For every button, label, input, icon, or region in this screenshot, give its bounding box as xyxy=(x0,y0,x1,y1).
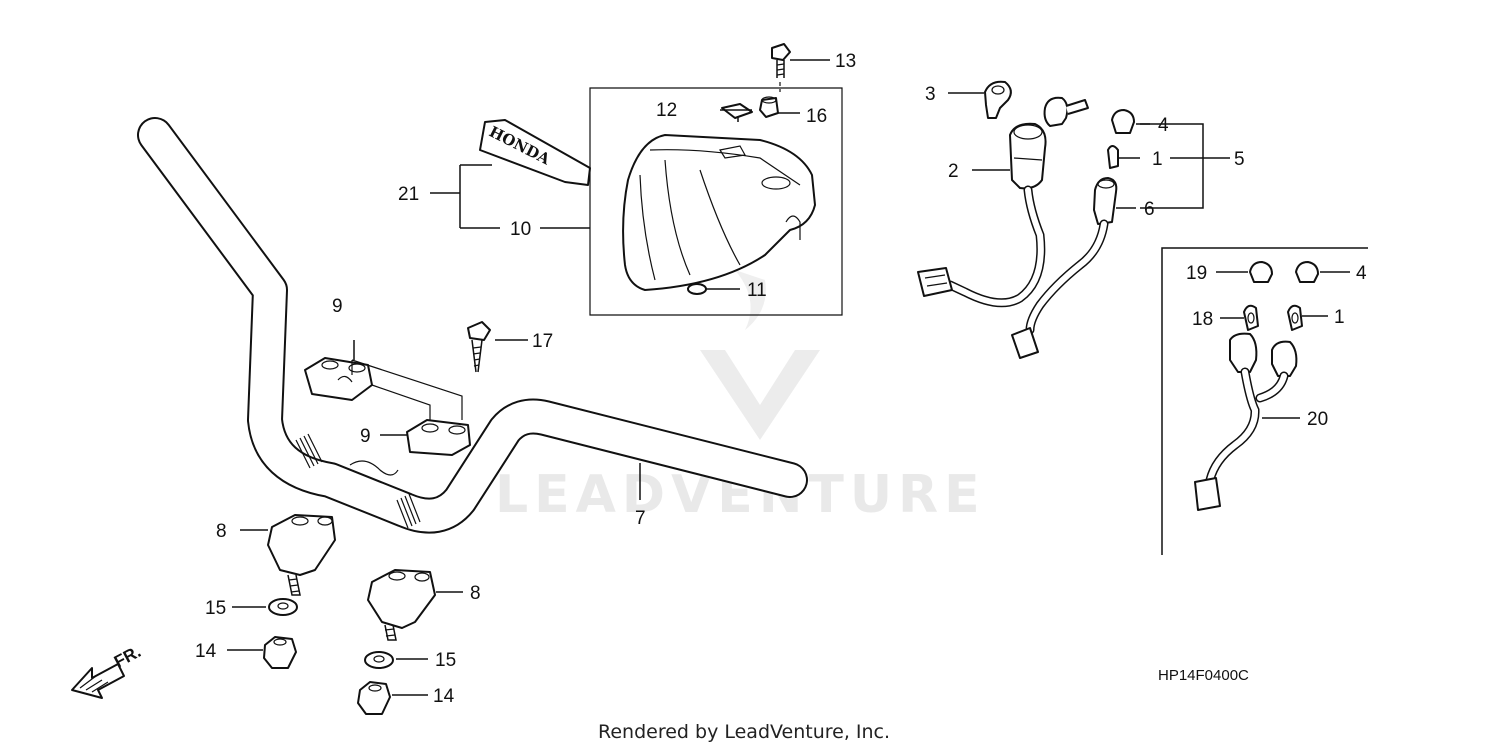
callout-7: 7 xyxy=(635,508,646,529)
callout-14-left: 14 xyxy=(195,641,217,662)
harness-20[interactable] xyxy=(1194,332,1298,511)
lens-4-inset[interactable] xyxy=(1295,261,1319,283)
callout-10: 10 xyxy=(510,219,531,240)
callout-13: 13 xyxy=(835,51,856,72)
bolt-17[interactable] xyxy=(467,321,491,373)
key-3[interactable] xyxy=(984,80,1012,119)
callout-11: 11 xyxy=(747,280,767,301)
drawing-code: HP14F0400C xyxy=(1158,667,1249,684)
callout-19: 19 xyxy=(1186,263,1207,284)
callout-9-upper: 9 xyxy=(332,296,343,317)
upper-holder-left[interactable] xyxy=(304,357,373,401)
callout-15-left: 15 xyxy=(205,598,226,619)
washer-15-right[interactable] xyxy=(364,651,394,669)
callout-9-lower: 9 xyxy=(360,426,371,447)
callout-1-inset: 1 xyxy=(1334,307,1345,328)
washer-15-left[interactable] xyxy=(268,598,298,616)
bulb-18[interactable] xyxy=(1243,304,1259,331)
callout-12: 12 xyxy=(656,100,677,121)
bolt-13[interactable] xyxy=(771,43,791,92)
callout-3: 3 xyxy=(925,84,936,105)
lower-holder-right[interactable] xyxy=(367,569,436,641)
clip-12[interactable] xyxy=(721,103,753,122)
callout-21: 21 xyxy=(398,184,419,205)
handlebar[interactable] xyxy=(137,117,808,534)
bulb-1-inset[interactable] xyxy=(1287,304,1303,331)
nut-14-left[interactable] xyxy=(263,636,297,669)
callout-17: 17 xyxy=(532,331,553,352)
grommet-16[interactable] xyxy=(759,96,779,118)
callout-5: 5 xyxy=(1234,149,1245,170)
ignition-key[interactable] xyxy=(1043,96,1089,127)
handlebar-cover[interactable] xyxy=(622,134,816,291)
bulb-1-top[interactable] xyxy=(1107,145,1119,169)
watermark: LEADVENTURE xyxy=(495,270,980,525)
socket-6[interactable] xyxy=(1011,177,1118,359)
callout-18: 18 xyxy=(1192,309,1213,330)
upper-holder-right[interactable] xyxy=(406,419,471,456)
callout-8-left: 8 xyxy=(216,521,227,542)
ignition-switch[interactable] xyxy=(917,122,1047,308)
front-arrow-icon: FR. xyxy=(71,642,144,699)
lower-holder-left[interactable] xyxy=(267,514,336,596)
callout-6: 6 xyxy=(1144,199,1155,220)
lens-4-top[interactable] xyxy=(1111,109,1135,134)
handle-cover-box xyxy=(589,87,843,316)
callout-15-right: 15 xyxy=(435,650,456,671)
lens-19[interactable] xyxy=(1249,261,1273,283)
callout-8-right: 8 xyxy=(470,583,481,604)
inset-frame xyxy=(1161,247,1368,555)
callouts: 13 12 16 11 10 21 17 9 9 7 8 15 14 8 15 … xyxy=(195,51,1367,707)
callout-4-top: 4 xyxy=(1158,115,1169,136)
callout-1-top: 1 xyxy=(1152,149,1163,170)
callout-4-inset: 4 xyxy=(1356,263,1367,284)
callout-2: 2 xyxy=(948,161,959,182)
knurled-band xyxy=(295,433,421,529)
callout-20: 20 xyxy=(1307,409,1328,430)
nut-14-right[interactable] xyxy=(357,681,391,715)
leader-lines xyxy=(227,59,1350,696)
callout-16: 16 xyxy=(806,106,827,127)
callout-14-right: 14 xyxy=(433,686,455,707)
grommet-11[interactable] xyxy=(687,283,707,295)
honda-emblem[interactable]: HONDA xyxy=(479,119,591,186)
footer-credit: Rendered by LeadVenture, Inc. xyxy=(598,721,890,743)
